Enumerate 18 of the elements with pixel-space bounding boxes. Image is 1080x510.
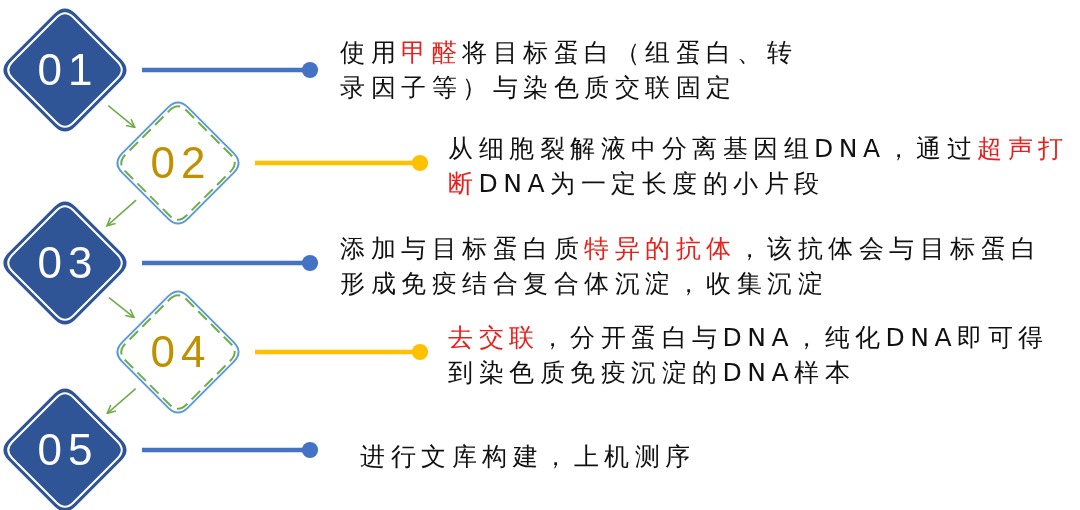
connector-line (142, 254, 319, 272)
arrow (108, 296, 135, 319)
connector-line (142, 441, 319, 459)
arrow (106, 387, 137, 415)
step-number: 01 (36, 48, 99, 92)
step-description: 进行文库构建，上机测序 (319, 438, 780, 474)
connector-line (255, 154, 429, 172)
step-number: 03 (36, 241, 99, 285)
connector-line (255, 343, 429, 361)
step-number: 05 (36, 428, 99, 472)
step-number: 04 (149, 330, 212, 374)
step-description: 去交联，分开蛋白与DNA，纯化DNA即可得到染色质免疫沉淀的DNA样本 (429, 320, 1054, 390)
step-description: 添加与目标蛋白质特异的抗体，该抗体会与目标蛋白形成免疫结合复合体沉淀，收集沉淀 (319, 231, 1052, 301)
arrow (106, 199, 137, 227)
step-number: 02 (149, 141, 212, 185)
step-description: 使用甲醛将目标蛋白（组蛋白、转录因子等）与染色质交联固定 (319, 35, 825, 105)
arrow (107, 104, 136, 129)
connector-line (142, 61, 319, 79)
